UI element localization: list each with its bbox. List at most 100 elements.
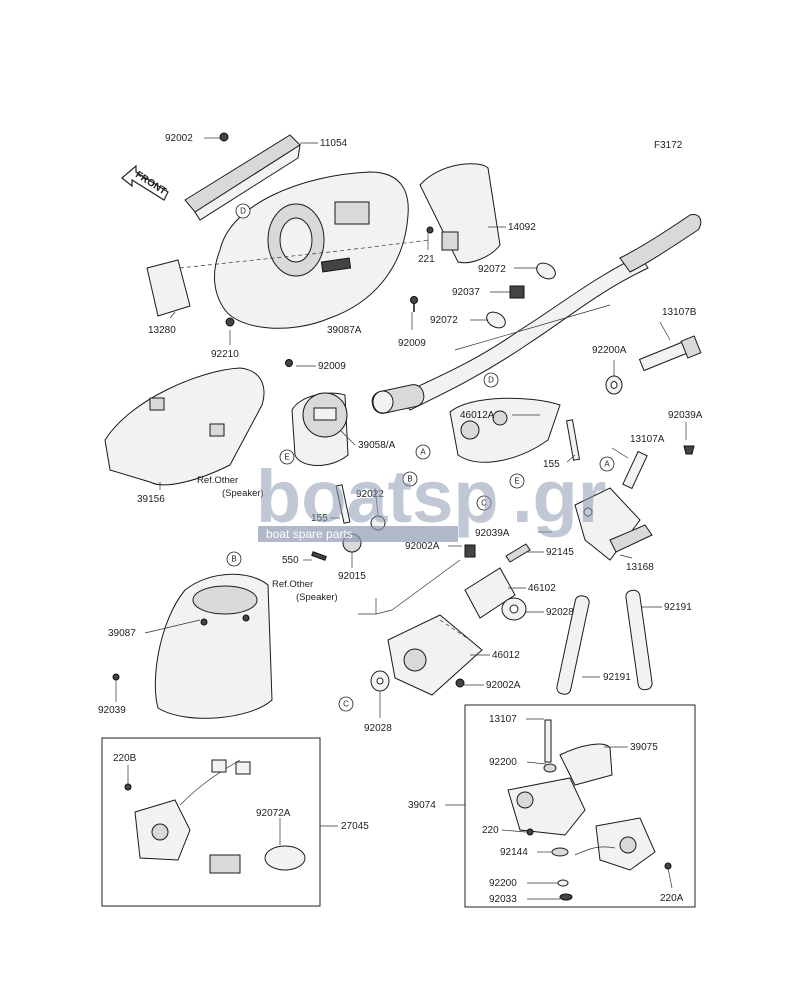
- clips: [486, 262, 556, 329]
- part-label: 155: [311, 513, 328, 524]
- circle-marker: A: [415, 444, 431, 460]
- part-label: 13107A: [630, 434, 665, 445]
- part-label: 46012A: [460, 410, 495, 421]
- part-label: 92145: [546, 547, 574, 558]
- side-cover: [104, 367, 265, 486]
- part-label: 39156: [137, 494, 165, 505]
- part-label: 92200: [489, 757, 517, 768]
- leader-lines: [115, 137, 687, 900]
- bolt-155: [335, 419, 581, 524]
- svg-text:C: C: [343, 700, 349, 709]
- part-label: 39058/A: [358, 440, 396, 451]
- handle-cover-bracket: [184, 132, 301, 221]
- svg-text:E: E: [514, 477, 519, 486]
- part-label: 92210: [211, 349, 239, 360]
- part-label: 92028: [364, 723, 392, 734]
- washers-92028: [370, 597, 527, 692]
- cover-cap: [419, 163, 501, 264]
- part-label: 27045: [341, 821, 369, 832]
- part-label: 92033: [489, 894, 517, 905]
- part-label: 92015: [338, 571, 366, 582]
- ref-note: (Speaker): [222, 488, 264, 499]
- handle-pole-cover: [179, 171, 431, 329]
- throttle-lever: [574, 487, 653, 561]
- circle-marker: A: [599, 456, 615, 472]
- part-label: 92028: [546, 607, 574, 618]
- figure-code: F3172: [654, 140, 683, 151]
- part-label: 39074: [408, 800, 436, 811]
- inset-box-27045: [101, 737, 321, 907]
- svg-text:B: B: [407, 475, 412, 484]
- tubes: [556, 589, 653, 695]
- part-label: 92200: [489, 878, 517, 889]
- part-label: 92072: [478, 264, 506, 275]
- ref-note: Ref.Other: [197, 475, 238, 486]
- part-label: 92009: [318, 361, 346, 372]
- inset-box-39074: [464, 704, 696, 908]
- watermark-main: boatsp: [256, 455, 499, 538]
- ref-notes: Ref.Other (Speaker) Ref.Other (Speaker): [197, 475, 338, 603]
- part-label: 92072A: [256, 808, 291, 819]
- part-label: 92002: [165, 133, 193, 144]
- part-label: 92002A: [405, 541, 440, 552]
- part-label: 13168: [626, 562, 654, 573]
- circle-markers: D D A B E E C A: [226, 203, 615, 712]
- part-label: 46102: [528, 583, 556, 594]
- circle-marker: E: [279, 449, 295, 465]
- part-label: 92191: [603, 672, 631, 683]
- part-label: 92039A: [475, 528, 510, 539]
- ref-note: (Speaker): [296, 592, 338, 603]
- circle-marker: D: [483, 372, 499, 388]
- circle-marker: E: [509, 473, 525, 489]
- part-label: 220A: [660, 893, 684, 904]
- svg-text:E: E: [284, 453, 289, 462]
- pin: [622, 445, 695, 490]
- part-number-labels: 92002 11054 14092 221 92072 92037 13280 …: [98, 133, 703, 905]
- part-label: 92191: [664, 602, 692, 613]
- part-label: 92144: [500, 847, 528, 858]
- svg-text:A: A: [604, 460, 610, 469]
- ref-note: Ref.Other: [272, 579, 313, 590]
- watermark-suffix: .gr: [512, 455, 607, 538]
- watermark: boatsp .gr boat spare parts: [256, 455, 607, 542]
- circle-marker: C: [338, 696, 354, 712]
- front-arrow: FRONT: [121, 164, 169, 201]
- pad: [146, 259, 191, 317]
- part-label: 92072: [430, 315, 458, 326]
- watermark-tagline: boat spare parts: [266, 527, 353, 541]
- part-label: 92200A: [592, 345, 627, 356]
- svg-text:B: B: [231, 555, 236, 564]
- part-label: 39087A: [327, 325, 362, 336]
- part-label: 220: [482, 825, 499, 836]
- circle-marker: D: [235, 203, 251, 219]
- part-label: 92002A: [486, 680, 521, 691]
- handle-holder-upper: [449, 397, 561, 463]
- part-label: 14092: [508, 222, 536, 233]
- svg-text:D: D: [488, 376, 494, 385]
- part-label: 221: [418, 254, 435, 265]
- circle-marker: C: [476, 495, 492, 511]
- screws: [225, 226, 434, 367]
- part-label: 92039A: [668, 410, 703, 421]
- svg-text:D: D: [240, 207, 246, 216]
- part-label: 92022: [356, 489, 384, 500]
- part-label: 46012: [492, 650, 520, 661]
- part-label: 92037: [452, 287, 480, 298]
- part-label: 13280: [148, 325, 176, 336]
- part-label: 11054: [320, 138, 348, 149]
- part-label: 155: [543, 459, 560, 470]
- handle-holder-lower: [387, 614, 483, 696]
- meter-unit: [291, 392, 349, 466]
- part-label: 92009: [398, 338, 426, 349]
- part-label: 13107B: [662, 307, 697, 318]
- part-label: 13107: [489, 714, 517, 725]
- part-label: 550: [282, 555, 299, 566]
- part-label: 92039: [98, 705, 126, 716]
- svg-text:C: C: [481, 499, 487, 508]
- handlebar: [371, 213, 702, 414]
- circle-marker: B: [402, 471, 418, 487]
- cable: [391, 559, 461, 611]
- lower-cover: [112, 573, 273, 719]
- svg-text:A: A: [420, 448, 426, 457]
